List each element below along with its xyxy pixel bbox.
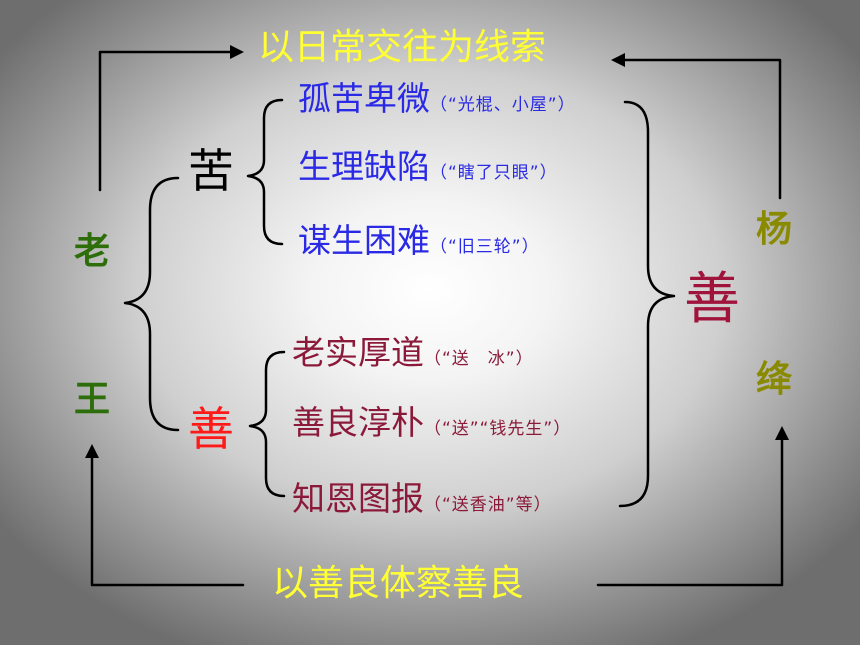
bottom-left-arrow-line: [90, 456, 245, 587]
ku-item-2: 生理缺陷（“瞎了只眼”）: [298, 150, 558, 183]
ku-item-1-note: （“光棍、小屋”）: [430, 95, 576, 115]
shan-label: 善: [188, 402, 234, 456]
yangjiang-char-1: 杨: [756, 209, 793, 250]
bottom-right-arrow-line: [596, 438, 784, 587]
top-right-arrow-line: [623, 58, 782, 200]
ku-label: 苦: [188, 144, 234, 198]
yangjiang-char-2: 绛: [756, 359, 793, 400]
shan-item-2: 善良淳朴（“送”“钱先生”）: [292, 406, 571, 439]
ku-item-3-main: 谋生困难: [298, 221, 430, 260]
ku-item-3: 谋生困难（“旧三轮”）: [298, 224, 540, 257]
shan-item-1-main: 老实厚道: [292, 333, 424, 372]
top-caption: 以日常交往为线索: [258, 27, 547, 68]
ku-item-1: 孤苦卑微（“光棍、小屋”）: [298, 82, 576, 115]
top-left-arrow-line: [98, 50, 232, 192]
shan-item-1-note: （“送 冰”）: [424, 349, 534, 369]
ku-brace: [246, 98, 284, 246]
laowang-char-1: 老: [74, 231, 111, 272]
arrow-head-bottom-left: [85, 444, 99, 458]
arrow-head-top-right: [611, 53, 625, 67]
ku-item-2-note: （“瞎了只眼”）: [430, 163, 558, 183]
shan-item-3-note: （“送香油”等）: [424, 495, 552, 515]
ku-item-2-main: 生理缺陷: [298, 147, 430, 186]
laowang-char-2: 王: [74, 379, 111, 420]
shan-item-3-main: 知恩图报: [292, 479, 424, 518]
shan-item-2-main: 善良淳朴: [292, 403, 424, 442]
shan-item-1: 老实厚道（“送 冰”）: [292, 336, 534, 369]
bottom-caption: 以善良体察善良: [272, 563, 525, 604]
arrow-head-bottom-right: [775, 426, 789, 440]
laowang-brace: [123, 176, 180, 432]
center-brace: [618, 100, 676, 508]
shan-item-2-note: （“送”“钱先生”）: [424, 419, 572, 439]
ku-item-3-note: （“旧三轮”）: [430, 237, 540, 257]
center-shan-label: 善: [684, 267, 740, 332]
shan-brace: [248, 350, 286, 498]
arrow-head-top-left: [230, 45, 244, 59]
ku-item-1-main: 孤苦卑微: [298, 79, 430, 118]
shan-item-3: 知恩图报（“送香油”等）: [292, 482, 552, 515]
